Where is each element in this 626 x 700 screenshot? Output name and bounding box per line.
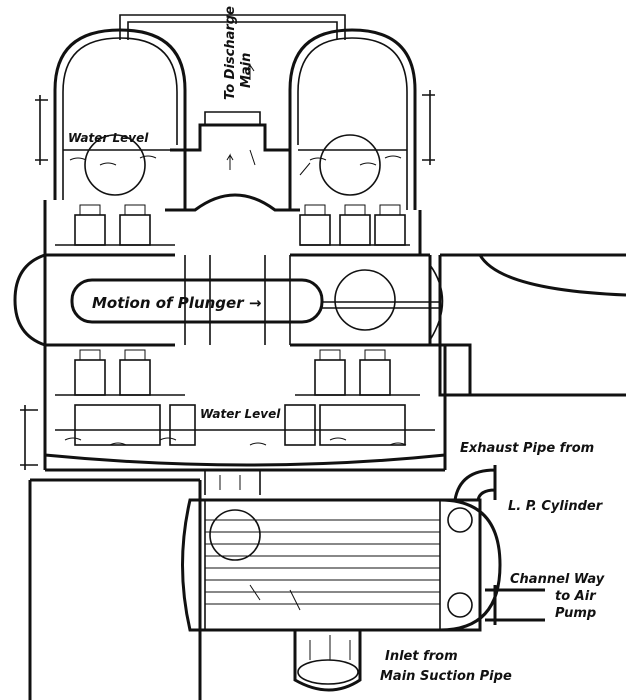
surface-condenser (181, 498, 502, 632)
right-air-vessel (288, 28, 417, 210)
water-level-top (63, 134, 407, 196)
label-channel-1: Channel Way (510, 572, 605, 587)
label-water-level-top: Water Level (68, 131, 149, 145)
label-exhaust-2: L. P. Cylinder (508, 499, 604, 514)
plunger (70, 278, 324, 324)
channel-way (485, 585, 545, 625)
label-to-discharge: To Discharge Main (223, 2, 254, 100)
water-gauges (20, 90, 435, 470)
label-inlet-2: Main Suction Pipe (380, 669, 512, 684)
plunger-label: Motion of Plunger → (92, 294, 261, 312)
label-channel-2: to Air (555, 589, 597, 604)
discharge-outlet (170, 123, 290, 152)
label-exhaust-1: Exhaust Pipe from (460, 441, 594, 456)
left-air-vessel (53, 28, 187, 200)
label-channel-3: Pump (555, 606, 596, 621)
upper-valves (74, 204, 406, 246)
label-inlet-1: Inlet from (385, 649, 458, 664)
inlet-pipe (293, 630, 362, 692)
label-water-level-bottom: Water Level (200, 407, 281, 421)
lower-valves (74, 349, 391, 396)
water-level-bottom (55, 404, 435, 446)
upper-valve-chamber (43, 200, 430, 257)
plunger-extension (438, 253, 626, 397)
lower-valve-chamber (43, 345, 447, 470)
flow-arrows (219, 63, 351, 660)
exhaust-pipe (453, 465, 497, 501)
plunger-cylinder (13, 253, 440, 347)
base (28, 478, 202, 700)
